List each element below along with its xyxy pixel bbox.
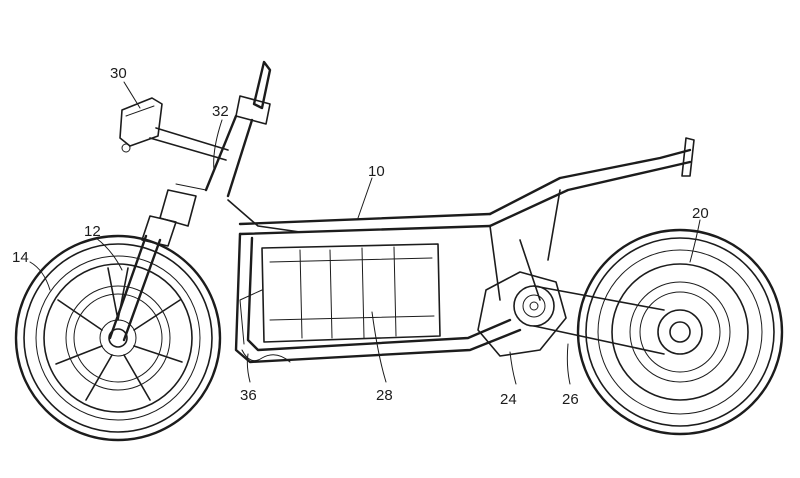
handlebar [149, 60, 272, 161]
callout-26: 26 [562, 391, 579, 408]
drive-chain [533, 285, 665, 355]
callout-24: 24 [500, 391, 517, 408]
battery [239, 243, 441, 345]
main-frame [204, 114, 695, 364]
callout-30: 30 [110, 65, 127, 82]
callout-28: 28 [376, 387, 393, 404]
callout-32: 32 [212, 103, 229, 120]
callouts: 30 32 10 12 14 20 36 28 24 26 [12, 65, 709, 408]
meter-unit [119, 97, 163, 153]
front-brake-disc [65, 285, 171, 391]
callout-36: 36 [240, 387, 257, 404]
rear-wheel [576, 228, 784, 436]
callout-14: 14 [12, 249, 29, 266]
front-fork [108, 183, 207, 342]
callout-10: 10 [368, 163, 385, 180]
front-wheel [14, 234, 222, 442]
callout-12: 12 [84, 223, 101, 240]
callout-20: 20 [692, 205, 709, 222]
motor-unit [477, 271, 567, 357]
leader-lines [29, 81, 701, 385]
harness [241, 349, 291, 363]
